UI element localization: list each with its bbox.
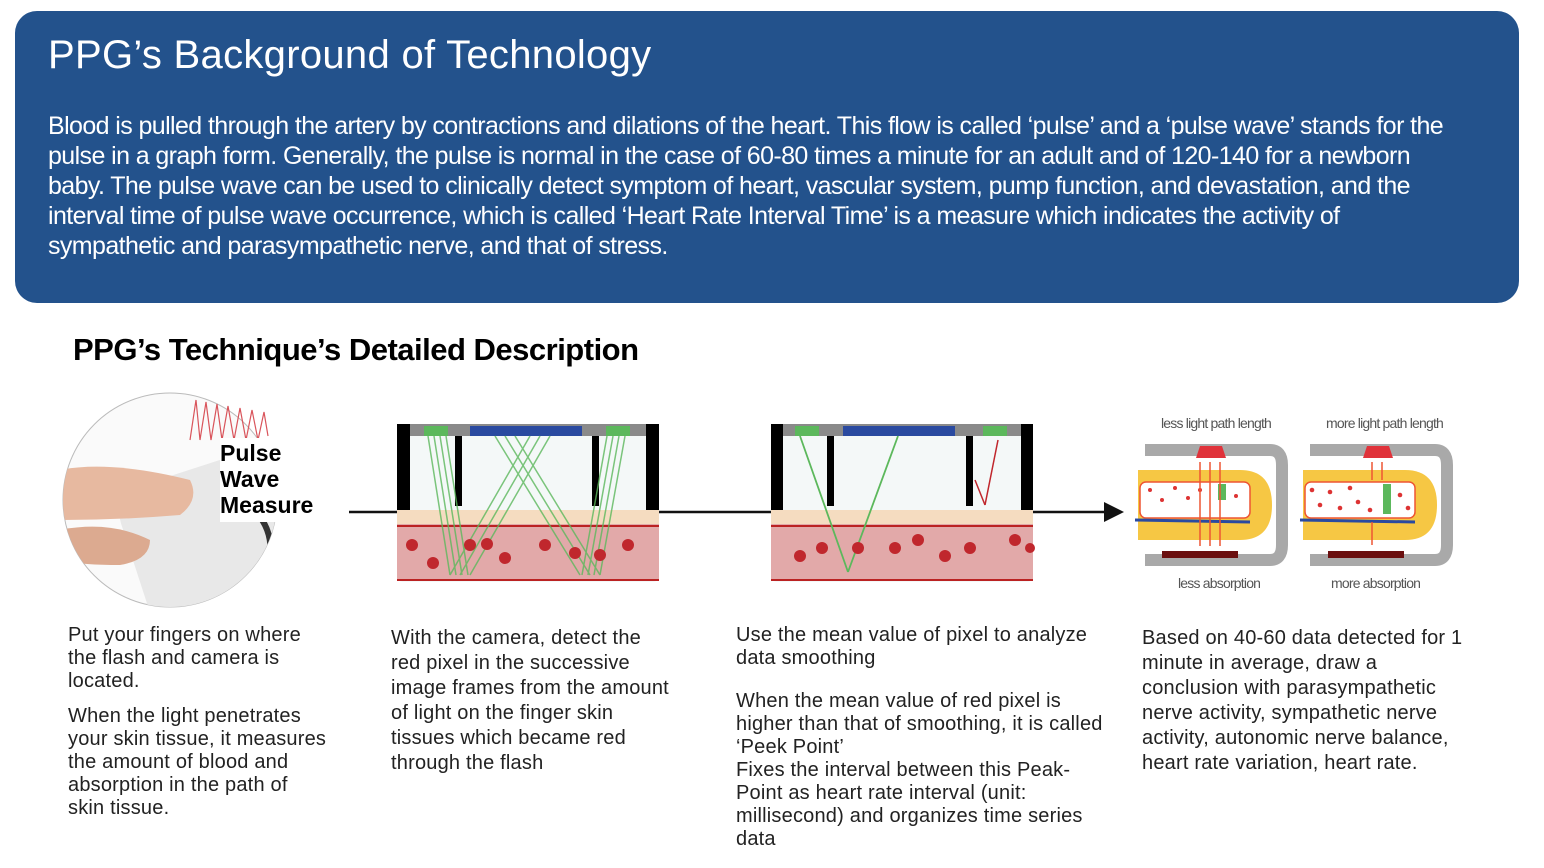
- step-3-description: Use the mean value of pixel to analyze d…: [736, 624, 1111, 863]
- less-absorption-finger: [1134, 444, 1288, 566]
- more-absorption-finger: [1299, 444, 1453, 566]
- step-1-description: Put your fingers on where the flash and …: [68, 624, 328, 832]
- step-4-description: Based on 40-60 data detected for 1 minut…: [1142, 626, 1477, 788]
- more-absorption-label: more absorption: [1331, 575, 1420, 591]
- step-paragraph: With the camera, detect the red pixel in…: [391, 627, 669, 774]
- background-banner: PPG’s Background of Technology Blood is …: [15, 11, 1519, 303]
- section-title: PPG’s Technique’s Detailed Description: [73, 332, 639, 367]
- banner-body: Blood is pulled through the artery by co…: [48, 112, 1444, 260]
- step-2-description: With the camera, detect the red pixel in…: [391, 626, 676, 788]
- more-path-label: more light path length: [1326, 415, 1443, 431]
- less-path-label: less light path length: [1161, 415, 1271, 431]
- step-paragraph: Fixes the interval between this Peak-Poi…: [736, 759, 1083, 850]
- pulse-wave-label: Pulse Wave Measure: [220, 438, 349, 522]
- light-reflection-illustration-2: [771, 424, 1035, 582]
- absorption-comparison-illustration: less light path length more light path l…: [1134, 415, 1453, 591]
- step-paragraph: When the light penetrates your skin tiss…: [68, 705, 327, 819]
- step-paragraph: When the mean value of red pixel is high…: [736, 690, 1103, 758]
- pulse-wave-icon: [189, 399, 269, 441]
- step-paragraph: Use the mean value of pixel to analyze d…: [736, 624, 1088, 669]
- banner-title: PPG’s Background of Technology: [48, 33, 652, 77]
- step-paragraph: Based on 40-60 data detected for 1 minut…: [1142, 627, 1463, 774]
- step-paragraph: Put your fingers on where the flash and …: [68, 624, 301, 692]
- light-reflection-illustration-1: [397, 424, 659, 582]
- less-absorption-label: less absorption: [1178, 575, 1260, 591]
- arrow-head-icon: [1104, 502, 1124, 522]
